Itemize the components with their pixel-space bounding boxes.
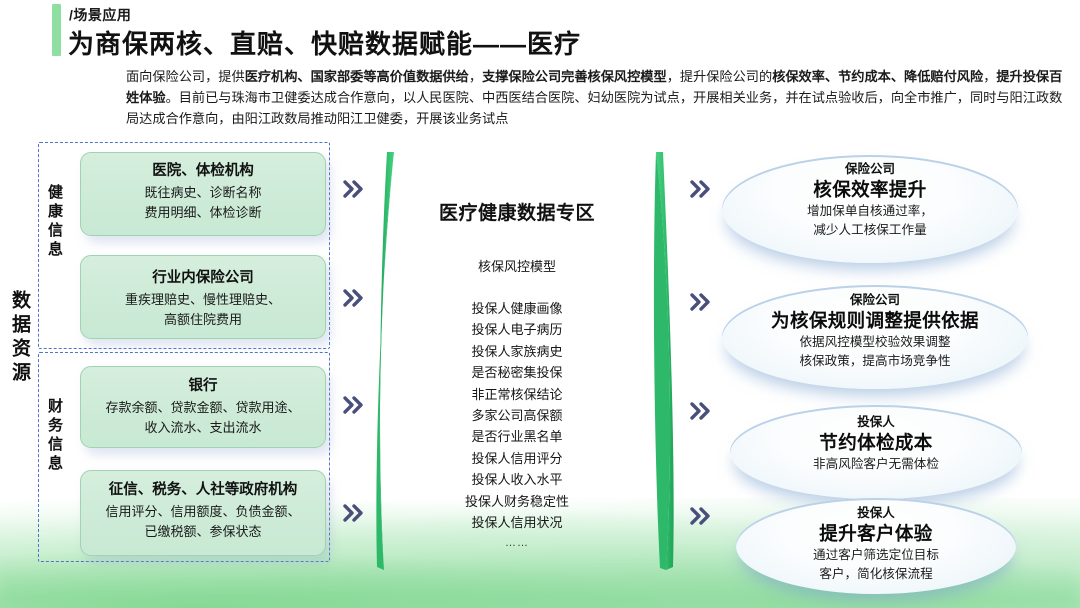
outcome-subject: 保险公司	[844, 162, 895, 176]
center-item: 投保人健康画像	[471, 301, 563, 316]
card-body: 信用评分、信用额度、负债金额、 已缴税额、参保状态	[81, 502, 325, 541]
center-item: 投保人信用状况	[471, 515, 563, 531]
outcome-desc-line: 增加保单自核通过率，	[807, 204, 933, 218]
center-item: 投保人财务稳定性	[464, 493, 569, 509]
card-line: 已缴税额、参保状态	[144, 523, 262, 539]
card-line: 存款余额、贷款金额、贷款用途、	[105, 400, 301, 415]
page-title: 为商保两核、直赔、快赔数据赋能——医疗	[68, 29, 582, 59]
card-line: 高额住院费用	[163, 311, 242, 327]
double-chevron-right-icon	[341, 285, 367, 311]
desc-bold-4: 提升投保百姓体验	[126, 69, 1063, 105]
kicker-label: /场景应用	[69, 7, 132, 23]
outcome-ellipse-rule-adjustment[interactable]: 保险公司 为核保规则调整提供依据 依据风控模型校验效果调整 核保政策，提高市场竞…	[722, 285, 1028, 389]
desc-bold-3: 核保效率、节约成本、降低赔付风险	[772, 69, 984, 84]
center-item: 投保人电子病历	[471, 322, 563, 338]
group-label-financial: 财务信息	[46, 398, 63, 474]
outcome-ellipse-customer-experience[interactable]: 投保人 提升客户体验 通过客户筛选定位目标 客户，简化核保流程	[736, 498, 1016, 594]
group-health-info	[38, 142, 330, 349]
outcome-subject: 投保人	[857, 415, 895, 429]
double-chevron-right-icon	[688, 176, 714, 202]
card-line: 收入流水、支出流水	[144, 419, 262, 435]
outcome-ellipse-exam-cost-saving[interactable]: 投保人 节约体检成本 非高风险客户无需体检	[730, 405, 1022, 499]
card-line: 费用明细、体检诊断	[144, 204, 262, 220]
center-item: 投保人收入水平	[471, 472, 563, 488]
outcome-desc-line: 依据风控模型校验效果调整	[799, 335, 951, 349]
double-chevron-right-icon	[341, 392, 367, 418]
card-title: 行业内保险公司	[152, 270, 254, 286]
desc-bold-2: 支撑保险公司完善核保风控模型	[482, 69, 667, 84]
card-line: 重疾理赔史、慢性理赔史、	[124, 292, 281, 307]
group-financial-info	[38, 352, 330, 562]
card-body: 重疾理赔史、慢性理赔史、 高额住院费用	[81, 290, 325, 329]
double-chevron-right-icon	[341, 176, 367, 202]
outcome-desc: 通过客户筛选定位目标 客户，简化核保流程	[736, 546, 1016, 583]
double-chevron-right-icon	[341, 500, 367, 526]
card-body: 既往病史、诊断名称 费用明细、体检诊断	[81, 183, 325, 222]
desc-part-4: ，	[983, 69, 997, 84]
group-label-health: 健康信息	[46, 184, 63, 260]
desc-part-3: ，提升保险公司的	[666, 69, 773, 84]
outcome-desc-line: 非高风险客户无需体检	[813, 457, 939, 471]
double-chevron-right-icon	[688, 503, 714, 529]
outcome-desc-line: 减少人工核保工作量	[813, 222, 927, 237]
card-title: 征信、税务、人社等政府机构	[108, 482, 298, 498]
outcome-desc-line: 客户，简化核保流程	[819, 566, 933, 581]
center-item: 多家公司高保额	[471, 408, 563, 424]
desc-bold-1: 医疗机构、国家部委等高价值数据供给	[244, 69, 469, 84]
outcome-title: 为核保规则调整提供依据	[771, 310, 979, 331]
double-chevron-right-icon	[688, 398, 714, 424]
outcome-ellipse-underwriting-efficiency[interactable]: 保险公司 核保效率提升 增加保单自核通过率， 减少人工核保工作量	[722, 155, 1018, 263]
center-item: 投保人信用评分	[471, 450, 563, 466]
outcome-desc: 依据风控模型校验效果调整 核保政策，提高市场竞争性	[722, 333, 1028, 370]
cylinder-left-edge	[374, 152, 398, 570]
center-ellipsis: ……	[505, 537, 529, 550]
outcome-title: 提升客户体验	[819, 523, 933, 544]
source-card-hospital[interactable]: 医院、体检机构 既往病史、诊断名称 费用明细、体检诊断	[80, 152, 326, 236]
card-line: 信用评分、信用额度、负债金额、	[105, 504, 301, 519]
center-item: 是否秘密集投保	[471, 365, 563, 381]
center-item: 非正常核保结论	[471, 386, 563, 402]
source-card-insurer[interactable]: 行业内保险公司 重疾理赔史、慢性理赔史、 高额住院费用	[80, 255, 326, 339]
center-item-list: 投保人健康画像 投保人电子病历 投保人家族病史 是否秘密集投保 非正常核保结论 …	[392, 298, 642, 555]
outcome-title: 节约体检成本	[819, 432, 933, 453]
cylinder-right-edge	[652, 152, 676, 570]
description-paragraph: 面向保险公司，提供医疗机构、国家部委等高价值数据供给，支撑保险公司完善核保风控模…	[126, 66, 1066, 129]
double-chevron-right-icon	[688, 289, 714, 315]
card-line: 既往病史、诊断名称	[144, 185, 262, 200]
outcome-desc: 非高风险客户无需体检	[730, 455, 1022, 474]
card-title: 银行	[188, 378, 218, 394]
outcome-desc-line: 通过客户筛选定位目标	[813, 548, 939, 562]
desc-part-5: 。目前已与珠海市卫健委达成合作意向，以人民医院、中西医结合医院、妇幼医院为试点，…	[126, 90, 1063, 126]
source-card-bank[interactable]: 银行 存款余额、贷款金额、贷款用途、 收入流水、支出流水	[80, 366, 326, 448]
center-item: 是否行业黑名单	[471, 429, 563, 445]
card-title: 医院、体检机构	[152, 163, 254, 179]
desc-part-2: ，	[468, 69, 483, 84]
desc-part-1: 面向保险公司，提供	[126, 69, 245, 84]
center-item: 投保人家族病史	[471, 343, 563, 359]
outcome-title: 核保效率提升	[813, 179, 927, 200]
center-zone-title: 医疗健康数据专区	[438, 203, 595, 224]
title-accent-bar	[52, 4, 61, 56]
outcome-subject: 保险公司	[849, 293, 900, 307]
card-body: 存款余额、贷款金额、贷款用途、 收入流水、支出流水	[81, 398, 325, 437]
center-model-label: 核保风控模型	[477, 259, 556, 274]
outcome-subject: 投保人	[857, 506, 895, 520]
source-card-government[interactable]: 征信、税务、人社等政府机构 信用评分、信用额度、负债金额、 已缴税额、参保状态	[80, 470, 326, 556]
outcome-desc: 增加保单自核通过率， 减少人工核保工作量	[722, 202, 1018, 239]
data-resource-label: 数据资源	[9, 290, 30, 386]
outcome-desc-line: 核保政策，提高市场竞争性	[799, 353, 951, 368]
